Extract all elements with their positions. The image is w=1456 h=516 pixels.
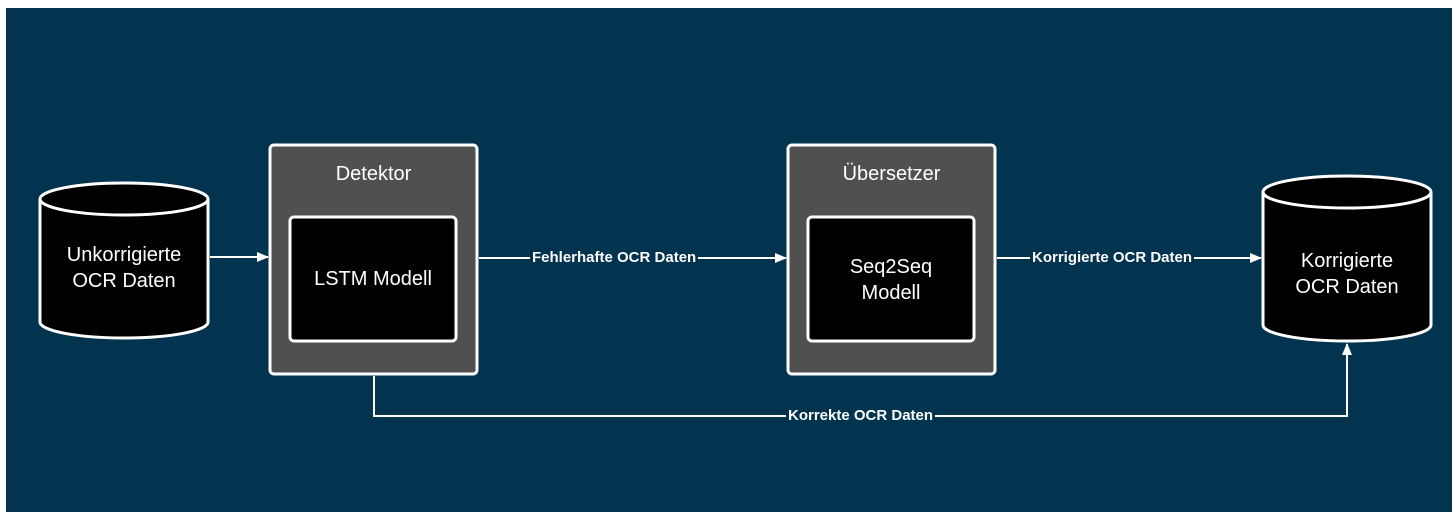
input-database-label-line2: OCR Daten	[72, 270, 176, 292]
lstm-model-node	[288, 215, 458, 343]
output-database-label-line2: OCR Daten	[1295, 276, 1399, 298]
input-database-label-line1: Unkorrigierte	[66, 244, 182, 266]
input-database-label: Unkorrigierte OCR Daten	[40, 242, 208, 294]
diagram-canvas	[6, 8, 1452, 512]
translator-title: Übersetzer	[842, 163, 941, 185]
edge-label-correct: Korrekte OCR Daten	[786, 407, 936, 425]
input-database-cylinder	[38, 181, 210, 340]
lstm-model-label: LSTM Modell	[314, 268, 432, 290]
seq2seq-model-label-line2: Modell	[861, 282, 921, 304]
edge-label-faulty: Fehlerhafte OCR Daten	[530, 249, 699, 267]
seq2seq-model-label-line1: Seq2Seq	[849, 256, 933, 278]
output-database-label-line1: Korrigierte	[1300, 250, 1394, 272]
edge-label-corrected: Korrigierte OCR Daten	[1030, 249, 1195, 267]
seq2seq-model-label: Seq2Seq Modell	[808, 254, 974, 306]
detector-title: Detektor	[335, 163, 412, 185]
output-database-cylinder	[1261, 174, 1433, 343]
seq2seq-model-node	[806, 215, 976, 343]
output-database-label: Korrigierte OCR Daten	[1263, 248, 1431, 300]
